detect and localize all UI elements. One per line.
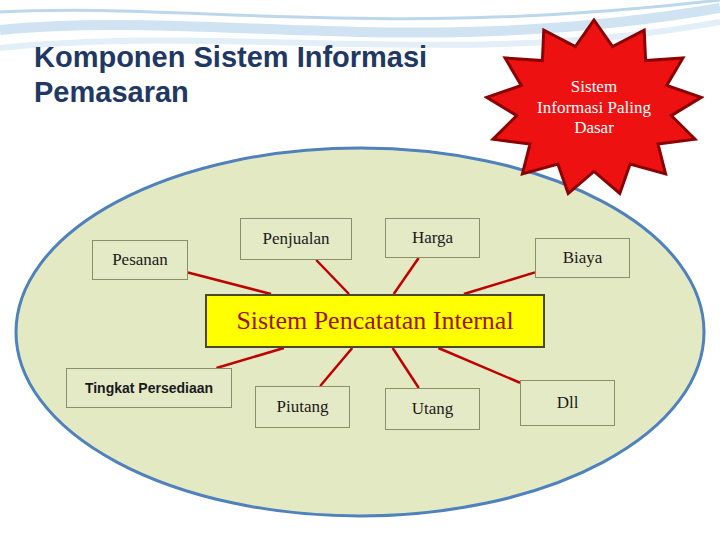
connector-line	[216, 348, 283, 368]
starburst-outline	[487, 20, 701, 193]
connector-line	[188, 272, 271, 294]
node-label: Tingkat Persediaan	[85, 380, 213, 396]
component-box: Utang	[385, 388, 480, 430]
node-label: Piutang	[277, 397, 329, 417]
core-system-box: Sistem Pencatatan Internal	[205, 294, 545, 348]
component-box: Biaya	[535, 238, 630, 278]
starburst-callout: Sistem Informasi Paling Dasar	[484, 18, 704, 198]
swoosh	[0, 0, 720, 19]
component-box: Penjualan	[240, 218, 352, 260]
node-label: Sistem Pencatatan Internal	[236, 307, 513, 336]
component-box: Tingkat Persediaan	[66, 368, 232, 408]
node-label: Sistem Informasi Paling Dasar	[536, 77, 652, 138]
component-box: Piutang	[255, 386, 350, 428]
node-label: Pesanan	[112, 250, 168, 270]
connector-line	[320, 348, 352, 386]
node-label: Utang	[412, 399, 454, 419]
region-ellipse	[16, 148, 704, 516]
connector-line	[394, 258, 419, 294]
connector-line	[316, 260, 349, 294]
connector-line	[464, 272, 535, 294]
component-box: Pesanan	[92, 240, 188, 280]
component-box: Harga	[385, 218, 480, 258]
node-label: Harga	[412, 228, 453, 248]
component-box: Dll	[520, 380, 615, 426]
slide-title: Komponen Sistem Informasi Pemasaran	[34, 40, 514, 110]
connector-line	[393, 348, 419, 388]
node-label: Biaya	[563, 248, 603, 268]
node-label: Dll	[557, 393, 579, 413]
connector-line	[438, 348, 520, 383]
node-label: Penjualan	[262, 229, 329, 249]
